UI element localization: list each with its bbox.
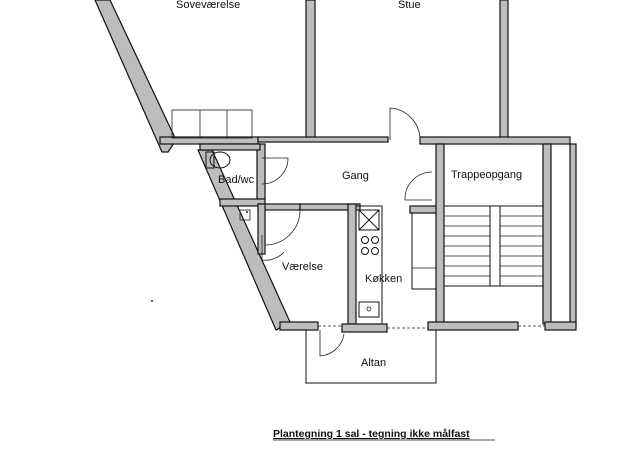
room-label-bad: Bad/wc: [218, 174, 255, 186]
stove-x-box: [358, 209, 380, 231]
door-altan: [319, 330, 345, 357]
room-label-vaerelse: Værelse: [282, 261, 323, 273]
toilet: [209, 151, 231, 169]
wall-left-slanted: [94, 0, 177, 153]
wall-vaerelse-right: [347, 203, 357, 325]
furniture-shelf: [171, 109, 253, 139]
wall-gang-right: [435, 143, 445, 325]
wall-gang-top-3: [419, 136, 571, 145]
wall-far-right: [569, 143, 577, 325]
bath-sink: [239, 209, 251, 221]
kitchen-sink: [358, 301, 380, 318]
room-label-altan: Altan: [361, 357, 386, 369]
wall-stue-left: [305, 0, 316, 141]
wall-trappe-right: [542, 143, 552, 325]
wall-gang-top-2: [257, 136, 389, 143]
door-bad: [261, 157, 289, 185]
room-label-sovevaerelse: Soveværelse: [176, 0, 240, 11]
door-vaerelse-2: [261, 235, 285, 261]
room-label-stue: Stue: [398, 0, 421, 11]
plan-caption: Plantegning 1 sal - tegning ikke målfast: [273, 428, 470, 440]
wall-vaerelse-left: [257, 203, 266, 255]
wall-bad-top: [199, 143, 261, 151]
wall-stue-right: [499, 0, 509, 141]
wall-bottom-2: [341, 323, 388, 333]
wall-vaerelse-top-2: [299, 203, 361, 211]
door-stue: [389, 107, 421, 141]
door-koekken: [404, 171, 433, 201]
stove-burners: [361, 236, 379, 255]
wall-bottom-1: [279, 321, 319, 331]
kitchen-counter: [355, 205, 383, 325]
wall-bad-right: [256, 143, 266, 200]
altan-outline: [305, 330, 437, 384]
room-label-gang: Gang: [342, 170, 369, 182]
door-vaerelse: [264, 209, 301, 246]
wall-bottom-3: [427, 321, 519, 331]
room-label-koekken: Køkken: [365, 273, 402, 285]
wall-bad-bottom: [219, 198, 266, 207]
kitchen-cabinet: [411, 212, 439, 290]
room-label-trappeopgang: Trappeopgang: [451, 169, 522, 181]
stair-treads: [444, 206, 543, 286]
wall-bottom-4: [544, 321, 577, 331]
